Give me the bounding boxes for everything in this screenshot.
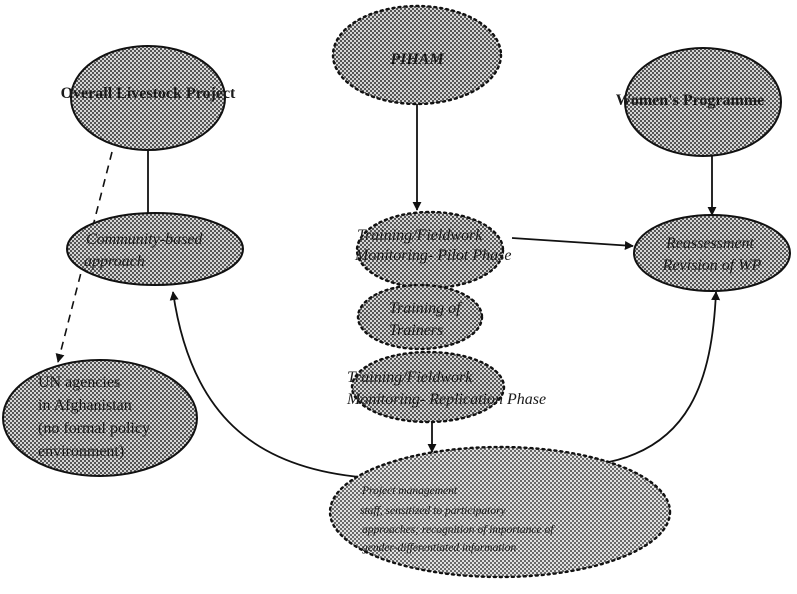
node-training-of-trainers: Training of Trainers	[356, 283, 484, 351]
node-project-management-label: Project management staff, sensitized to …	[360, 485, 556, 554]
node-overall-livestock: Overall Livestock Project	[61, 45, 236, 151]
node-community-based: Community-based approach	[66, 212, 244, 286]
node-training-of-trainers-label: Training of Trainers	[389, 300, 465, 339]
node-training-replication: Training/Fieldwork Monitoring- Replicati…	[346, 350, 546, 424]
node-reassessment: Reassessment Revision of WP	[633, 214, 791, 292]
edge-project-mgmt-to-community	[169, 291, 373, 479]
edge-project-mgmt-to-reassessment	[597, 291, 721, 465]
node-project-management: Project management staff, sensitized to …	[328, 445, 672, 579]
node-womens-programme: Women's Programme	[616, 47, 782, 157]
node-community-based-label: Community-based approach	[84, 231, 206, 270]
node-un-agencies-label: UN agencies in Afghanistan (no formal po…	[38, 374, 154, 460]
node-overall-livestock-label: Overall Livestock Project	[61, 85, 236, 102]
node-un-agencies: UN agencies in Afghanistan (no formal po…	[2, 359, 198, 477]
node-womens-programme-label: Women's Programme	[616, 92, 765, 109]
node-training-pilot: Training/Fieldwork Monitoring- Pilot Pha…	[354, 210, 511, 290]
node-reassessment-label: Reassessment Revision of WP	[662, 235, 762, 274]
node-piham-label: PIHAM	[389, 51, 444, 68]
node-training-replication-label: Training/Fieldwork Monitoring- Replicati…	[346, 369, 546, 408]
edges	[55, 104, 721, 479]
node-piham: PIHAM	[331, 4, 503, 106]
edge-training-pilot-to-reassessment	[511, 237, 634, 250]
node-training-pilot-label: Training/Fieldwork Monitoring- Pilot Pha…	[354, 227, 511, 264]
